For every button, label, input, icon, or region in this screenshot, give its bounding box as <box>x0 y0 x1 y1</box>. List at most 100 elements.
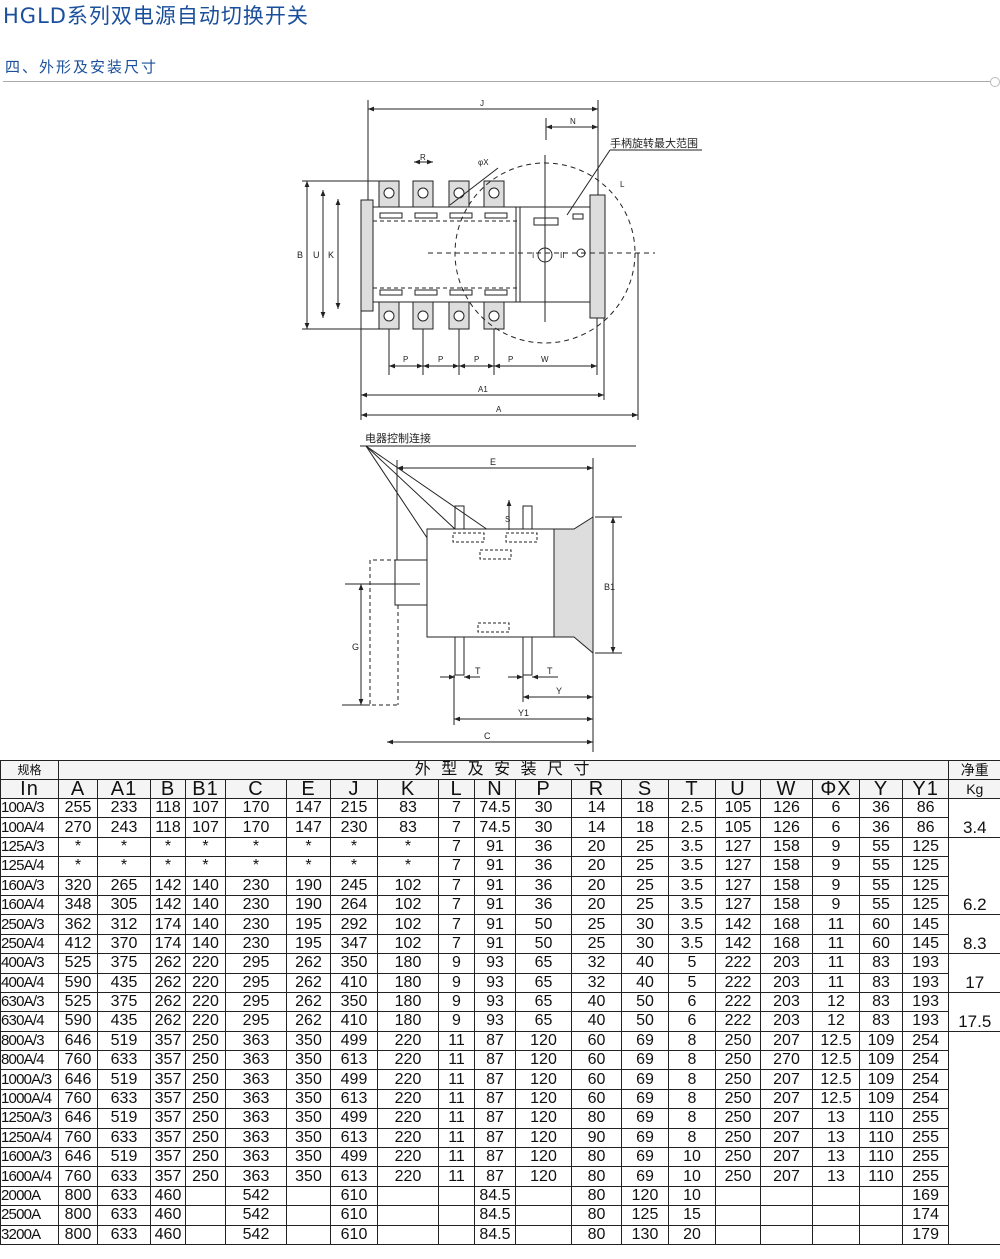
value-cell-y1: 125 <box>901 856 950 877</box>
value-cell-a: 646 <box>58 1069 98 1090</box>
value-cell-c: 363 <box>225 1108 287 1129</box>
spec-cell: 2500A <box>0 1205 59 1226</box>
value-cell-l <box>438 1205 475 1226</box>
value-cell-b1: * <box>185 836 226 858</box>
value-cell-l: 11 <box>438 1127 475 1149</box>
value-cell-j: 230 <box>330 817 378 838</box>
value-cell-j: 613 <box>330 1166 378 1187</box>
value-cell-w: 158 <box>760 894 813 916</box>
value-cell-y: 36 <box>859 817 903 838</box>
value-cell-s: 69 <box>621 1127 669 1149</box>
value-cell-l: 7 <box>438 836 475 858</box>
value-cell-b1: 250 <box>185 1069 226 1090</box>
value-cell-y1: 145 <box>901 933 950 955</box>
value-cell-c: 230 <box>225 933 287 955</box>
value-cell-y <box>859 1224 903 1245</box>
value-cell-b: 174 <box>150 914 186 935</box>
divider <box>3 81 991 82</box>
value-cell-n: 93 <box>474 991 516 1013</box>
value-cell-a1: 519 <box>97 1030 151 1052</box>
value-cell-r: 80 <box>571 1205 622 1226</box>
value-cell-r: 32 <box>571 953 622 974</box>
value-cell-y: 55 <box>859 894 903 916</box>
column-header-phix: ΦX <box>812 779 860 799</box>
column-header-e: E <box>286 779 331 799</box>
value-cell-b1: 250 <box>185 1166 226 1187</box>
value-cell-e: 147 <box>286 817 331 838</box>
value-cell-b1: 107 <box>185 797 226 819</box>
value-cell-a1: * <box>97 856 151 877</box>
value-cell-phix: 12.5 <box>812 1050 860 1071</box>
value-cell-r: 20 <box>571 894 622 916</box>
value-cell-s: 30 <box>621 914 669 935</box>
value-cell-j: 215 <box>330 797 378 819</box>
value-cell-a: 255 <box>58 797 98 819</box>
svg-text:R: R <box>420 153 426 162</box>
value-cell-phix: 11 <box>812 914 860 935</box>
slots <box>379 212 584 296</box>
value-cell-t: 6 <box>668 1011 716 1032</box>
column-header-k: K <box>377 779 439 799</box>
value-cell-y1: 254 <box>901 1030 950 1052</box>
value-cell-j: 350 <box>330 953 378 974</box>
value-cell-s: 50 <box>621 1011 669 1032</box>
value-cell-t: 10 <box>668 1185 716 1207</box>
value-cell-k: 102 <box>377 933 439 955</box>
value-cell-w: 207 <box>760 1127 813 1149</box>
value-cell-j: 350 <box>330 991 378 1013</box>
value-cell-t: 5 <box>668 953 716 974</box>
value-cell-s: 25 <box>621 894 669 916</box>
table-header-row-1: 规格 外 型 及 安 装 尺 寸 净重 <box>0 760 1000 780</box>
column-header-p: P <box>515 779 572 799</box>
value-cell-y1: 145 <box>901 914 950 935</box>
value-cell-l: 11 <box>438 1108 475 1129</box>
column-header-y1: Y1 <box>901 779 950 799</box>
value-cell-c: 230 <box>225 875 287 896</box>
value-cell-a1: 435 <box>97 972 151 993</box>
value-cell-a1: 435 <box>97 1011 151 1032</box>
value-cell-r: 20 <box>571 856 622 877</box>
value-cell-a1: 633 <box>97 1166 151 1187</box>
value-cell-a1: 519 <box>97 1069 151 1090</box>
value-cell-j: * <box>330 856 378 877</box>
value-cell-phix: 9 <box>812 836 860 858</box>
value-cell-b: 262 <box>150 1011 186 1032</box>
value-cell-k: 102 <box>377 894 439 916</box>
value-cell-a1: 265 <box>97 875 151 896</box>
value-cell-j: 264 <box>330 894 378 916</box>
value-cell-u: 127 <box>715 836 761 858</box>
svg-text:A1: A1 <box>478 385 488 394</box>
value-cell-e: 350 <box>286 1166 331 1187</box>
value-cell-a: 270 <box>58 817 98 838</box>
value-cell-t: 8 <box>668 1127 716 1149</box>
value-cell-w: 168 <box>760 933 813 955</box>
value-cell-t: 8 <box>668 1108 716 1129</box>
value-cell-b: 357 <box>150 1127 186 1149</box>
value-cell-c: 295 <box>225 1011 287 1032</box>
value-cell-k: 220 <box>377 1030 439 1052</box>
value-cell-y1: 174 <box>901 1205 950 1226</box>
value-cell-a: 800 <box>58 1185 98 1207</box>
value-cell-b: * <box>150 856 186 877</box>
svg-text:E: E <box>490 457 496 467</box>
value-cell-a: 525 <box>58 991 98 1013</box>
spec-cell: 1250A/4 <box>0 1127 59 1149</box>
value-cell-b1: * <box>185 856 226 877</box>
svg-text:S: S <box>505 515 510 524</box>
value-cell-phix: 6 <box>812 797 860 819</box>
value-cell-k: 220 <box>377 1050 439 1071</box>
value-cell-w: 158 <box>760 836 813 858</box>
value-cell-y: 110 <box>859 1147 903 1168</box>
value-cell-t: 5 <box>668 972 716 993</box>
value-cell-l: 9 <box>438 1011 475 1032</box>
value-cell-phix: 9 <box>812 894 860 916</box>
svg-text:B: B <box>297 250 303 260</box>
value-cell-c: 295 <box>225 991 287 1013</box>
value-cell-b: 460 <box>150 1205 186 1226</box>
value-cell-k: 180 <box>377 1011 439 1032</box>
value-cell-p: 120 <box>515 1050 572 1071</box>
value-cell-s: 125 <box>621 1205 669 1226</box>
